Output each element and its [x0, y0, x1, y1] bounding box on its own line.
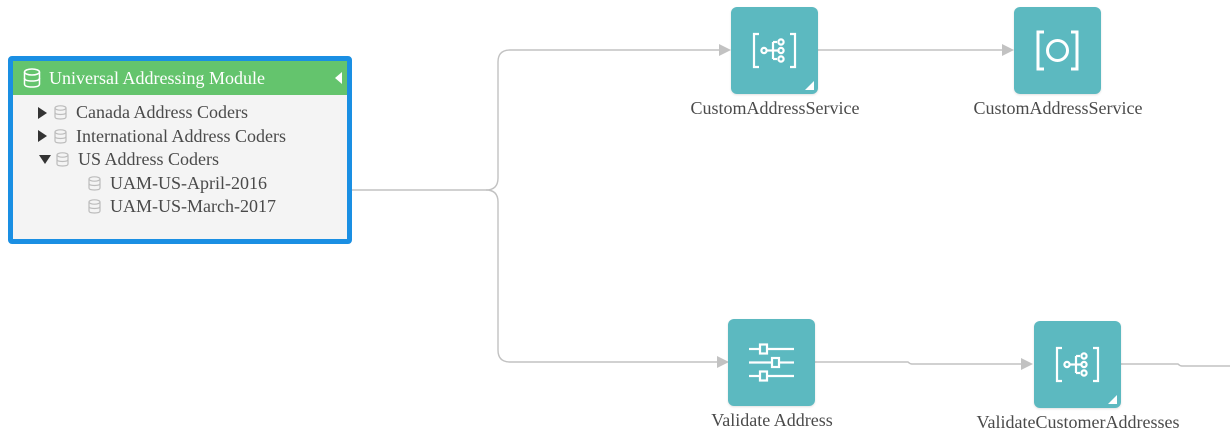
node-label: Validate Address	[711, 410, 833, 430]
database-icon	[54, 128, 67, 144]
subflow-icon	[1055, 346, 1100, 383]
node-validate-address[interactable]	[728, 319, 815, 406]
tree-item-international[interactable]: International Address Coders	[13, 125, 347, 149]
arrowhead	[719, 44, 731, 56]
subflow-icon	[752, 32, 797, 69]
node-label: CustomAddressService	[973, 98, 1143, 118]
node-custom-address-service[interactable]	[1014, 7, 1101, 94]
tree-item-canada[interactable]: Canada Address Coders	[13, 101, 347, 125]
tree-item-us[interactable]: US Address Coders	[13, 148, 347, 172]
tree-item-label: US Address Coders	[78, 149, 220, 170]
wire-validate-to-customer	[815, 361, 1022, 365]
wire-customer-out	[1121, 363, 1230, 367]
wire-source-to-validate	[485, 189, 718, 363]
tree-item-label: UAM-US-March-2017	[110, 196, 276, 217]
tree-item-uam-us-april-2016[interactable]: UAM-US-April-2016	[13, 172, 347, 196]
collapse-arrow-icon[interactable]	[39, 155, 51, 165]
service-output-icon	[1036, 30, 1079, 71]
tree-item-uam-us-march-2017[interactable]: UAM-US-March-2017	[13, 195, 347, 219]
coder-tree: Canada Address Coders International Addr…	[13, 95, 347, 219]
universal-addressing-module[interactable]: Universal Addressing Module Canada Addre…	[8, 56, 352, 244]
database-icon	[56, 152, 69, 167]
node-validate-customer-addresses[interactable]	[1034, 321, 1121, 408]
database-icon	[23, 68, 41, 88]
module-header[interactable]: Universal Addressing Module	[13, 61, 347, 95]
tree-item-label: UAM-US-April-2016	[110, 172, 267, 193]
database-icon	[88, 199, 101, 214]
node-label: CustomAddressService	[690, 98, 860, 118]
module-title: Universal Addressing Module	[49, 68, 265, 88]
tree-item-label: International Address Coders	[76, 125, 286, 146]
arrowhead	[1002, 44, 1014, 56]
arrowhead	[1021, 358, 1033, 370]
collapse-caret-icon[interactable]	[335, 72, 342, 84]
database-icon	[54, 105, 67, 120]
sliders-icon	[749, 343, 794, 382]
corner-indicator-icon	[1108, 395, 1117, 404]
expand-arrow-icon[interactable]	[38, 106, 47, 119]
wire-source-to-branch	[300, 49, 720, 191]
node-custom-address-subflow[interactable]	[731, 7, 818, 94]
tree-item-label: Canada Address Coders	[76, 102, 248, 123]
corner-indicator-icon	[805, 81, 814, 90]
database-icon	[88, 175, 101, 191]
arrowhead	[717, 356, 729, 368]
node-label: ValidateCustomerAddresses	[976, 412, 1180, 432]
expand-arrow-icon[interactable]	[38, 130, 47, 143]
